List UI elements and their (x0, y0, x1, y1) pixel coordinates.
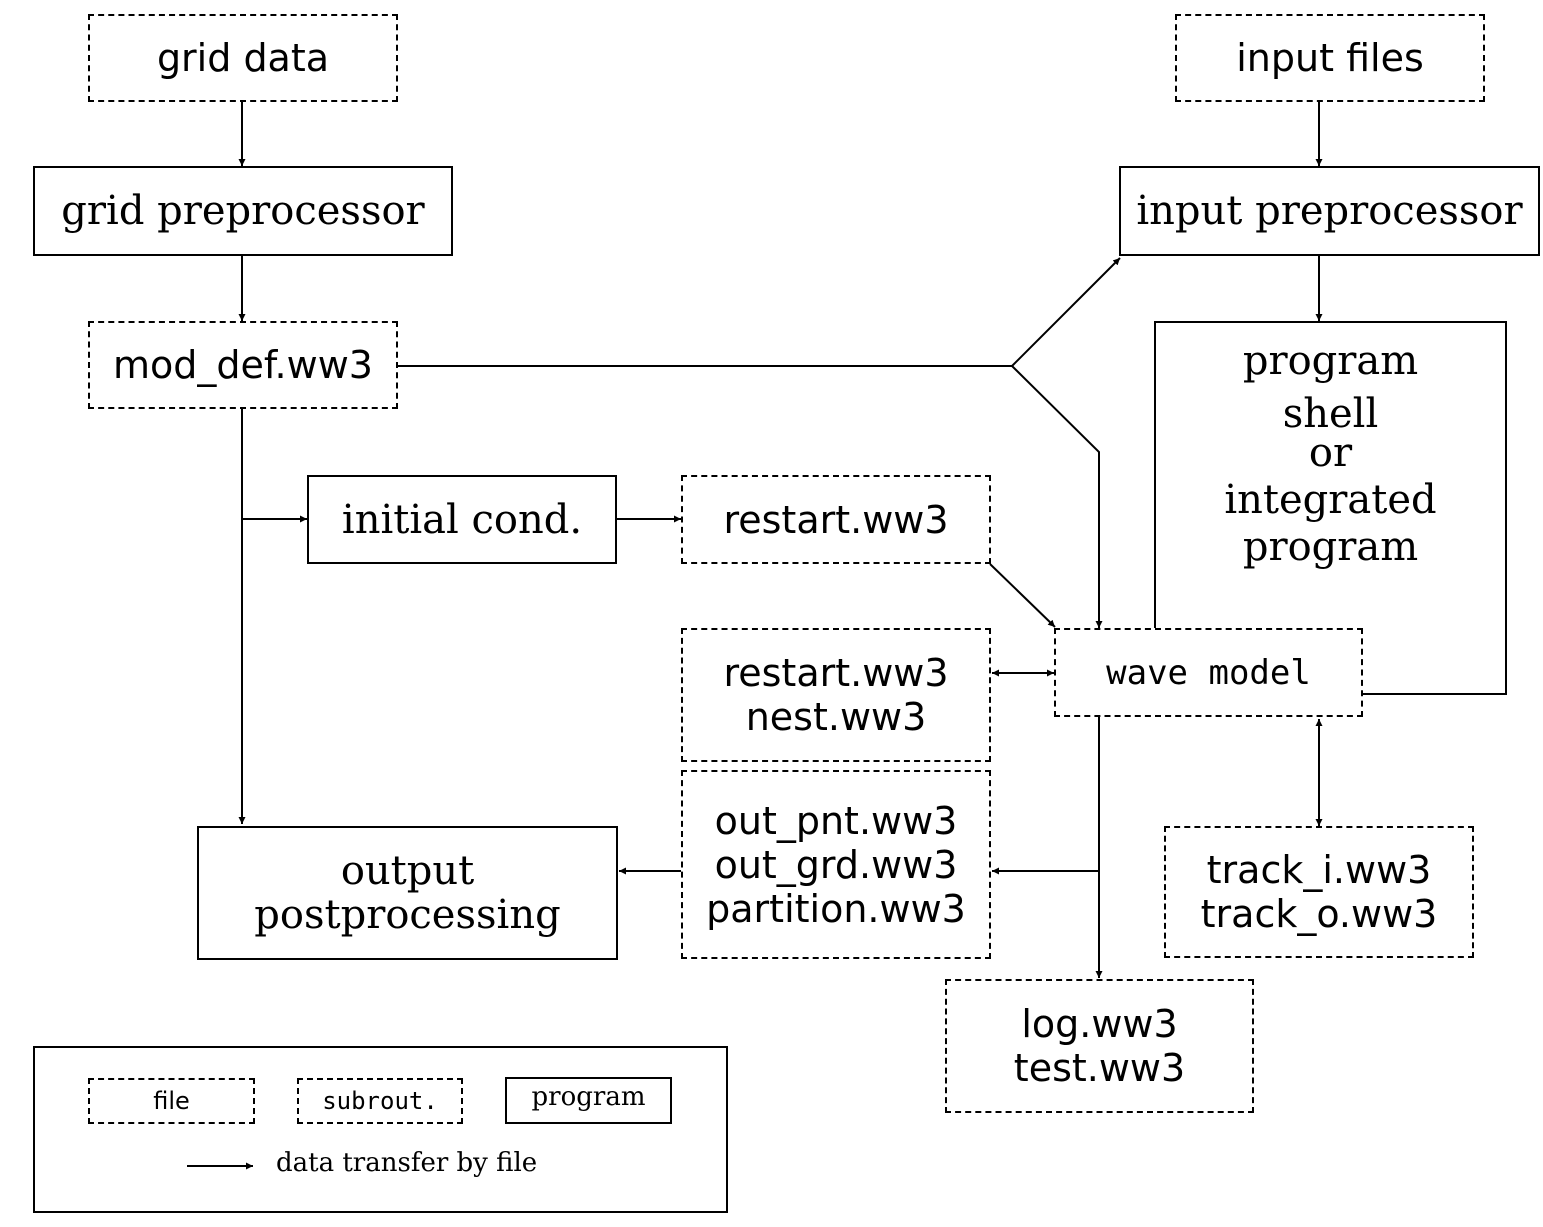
track-line-1: track_i.ww3 (1206, 848, 1432, 892)
log-test-line-1: log.ww3 (1021, 1002, 1178, 1046)
grid-data-label: grid data (156, 36, 330, 80)
restart-input-node: restart.ww3 (681, 475, 991, 564)
restart-nest-line-2: nest.ww3 (745, 695, 927, 739)
output-postprocessing-node: output postprocessing (197, 826, 618, 960)
input-preprocessor-label: input preprocessor (1136, 188, 1523, 234)
input-files-node: input files (1175, 14, 1485, 102)
log-test-node: log.ww3 test.ww3 (945, 979, 1254, 1113)
initial-cond-label: initial cond. (341, 496, 583, 543)
legend-file-label: file (153, 1087, 190, 1115)
outputs-node: out_pnt.ww3 out_grd.ww3 partition.ww3 (681, 770, 991, 959)
grid-preprocessor-label: grid preprocessor (61, 188, 425, 234)
legend-program-box: program (505, 1077, 672, 1124)
mod-def-label: mod_def.ww3 (113, 343, 373, 387)
legend-file-box: file (88, 1078, 255, 1124)
arrow-fork-wavemodel (1011, 365, 1103, 628)
wave-model-label: wave model (1106, 652, 1311, 693)
legend-frame (33, 1046, 728, 1213)
mod-def-node: mod_def.ww3 (88, 321, 398, 409)
program-shell-line-5: program (1242, 524, 1419, 570)
program-shell-line-2: shell (1282, 391, 1379, 437)
track-node: track_i.ww3 track_o.ww3 (1164, 826, 1474, 958)
legend-subrout-box: subrout. (297, 1078, 463, 1124)
outputs-line-1: out_pnt.ww3 (714, 798, 958, 843)
legend-program-label: program (531, 1081, 646, 1112)
track-line-2: track_o.ww3 (1200, 892, 1438, 936)
output-postprocessing-line-2: postprocessing (254, 892, 561, 938)
outputs-line-3: partition.ww3 (706, 886, 966, 931)
wave-model-node: wave model (1054, 628, 1363, 717)
log-test-line-2: test.ww3 (1013, 1046, 1186, 1090)
program-shell-line-4: integrated (1224, 477, 1437, 523)
outputs-line-2: out_grd.ww3 (714, 842, 958, 887)
arrow-restart-wavemodel (989, 563, 1056, 628)
program-shell-line-3: or (1308, 430, 1353, 476)
output-postprocessing-line-1: output (340, 848, 475, 894)
input-files-label: input files (1236, 36, 1424, 80)
restart-input-label: restart.ww3 (723, 497, 949, 542)
arrow-fork-inputpre (1011, 257, 1121, 367)
restart-nest-line-1: restart.ww3 (723, 651, 949, 695)
grid-data-node: grid data (88, 14, 398, 102)
legend-subrout-label: subrout. (322, 1087, 438, 1115)
input-preprocessor-node: input preprocessor (1119, 166, 1540, 256)
grid-preprocessor-node: grid preprocessor (33, 166, 453, 256)
restart-nest-node: restart.ww3 nest.ww3 (681, 628, 991, 762)
program-shell-line-1: program (1242, 338, 1419, 384)
program-shell-label-group: program shell or integrated program (1157, 338, 1504, 590)
legend-arrow-label: data transfer by file (276, 1148, 538, 1178)
initial-cond-node: initial cond. (307, 475, 617, 564)
line-wavemodel-shell-loop (1154, 321, 1507, 695)
